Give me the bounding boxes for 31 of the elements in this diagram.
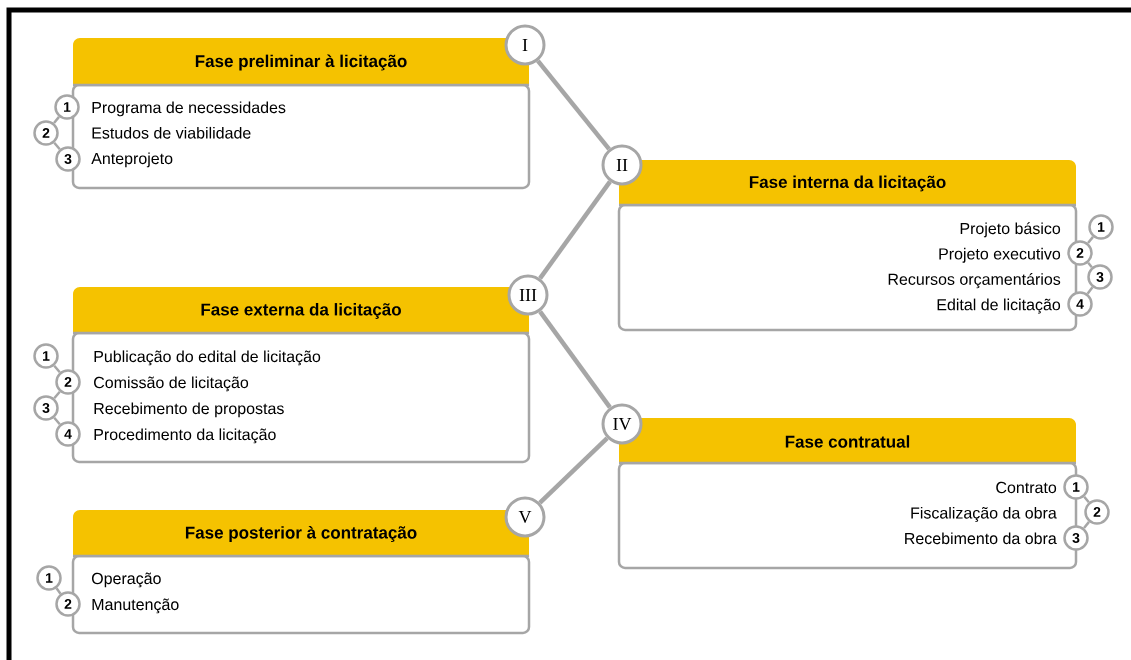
- connector-line: [53, 416, 61, 426]
- list-item: Recebimento da obra: [905, 532, 1057, 545]
- list-item: Fiscalização da obra: [911, 506, 1057, 522]
- list-item: Operação: [91, 572, 161, 588]
- list-item: Projeto executivo: [939, 247, 1061, 263]
- connector-line: [1087, 262, 1093, 268]
- connector-line: [53, 116, 60, 124]
- connector-line: [538, 436, 609, 505]
- list-item: Contrato: [996, 481, 1057, 494]
- list-item: Publicação do edital de licitação: [94, 350, 321, 366]
- connector-line: [53, 390, 61, 400]
- connector-line: [1083, 495, 1090, 504]
- connector-line: [536, 59, 611, 151]
- connector-line: [53, 141, 61, 151]
- connector-line: [538, 310, 612, 409]
- connector-line: [538, 180, 612, 280]
- connector-line: [1087, 236, 1094, 244]
- connector-line: [53, 364, 61, 374]
- list-item: Edital de licitação: [937, 298, 1061, 314]
- list-item: Projeto básico: [960, 222, 1061, 238]
- list-item: Comissão de licitação: [94, 376, 249, 392]
- list-item: Estudos de viabilidade: [92, 126, 251, 139]
- connector-line: [1083, 521, 1090, 529]
- connector-line: [55, 587, 62, 595]
- list-item: Anteprojeto: [91, 152, 173, 168]
- list-item: Recursos orçamentários: [888, 273, 1061, 289]
- list-item: Procedimento da licitação: [94, 428, 276, 444]
- list-item: Manutenção: [92, 598, 179, 614]
- list-item: Programa de necessidades: [92, 101, 286, 117]
- connector-line: [1086, 286, 1094, 295]
- list-item: Recebimento de propostas: [94, 402, 284, 418]
